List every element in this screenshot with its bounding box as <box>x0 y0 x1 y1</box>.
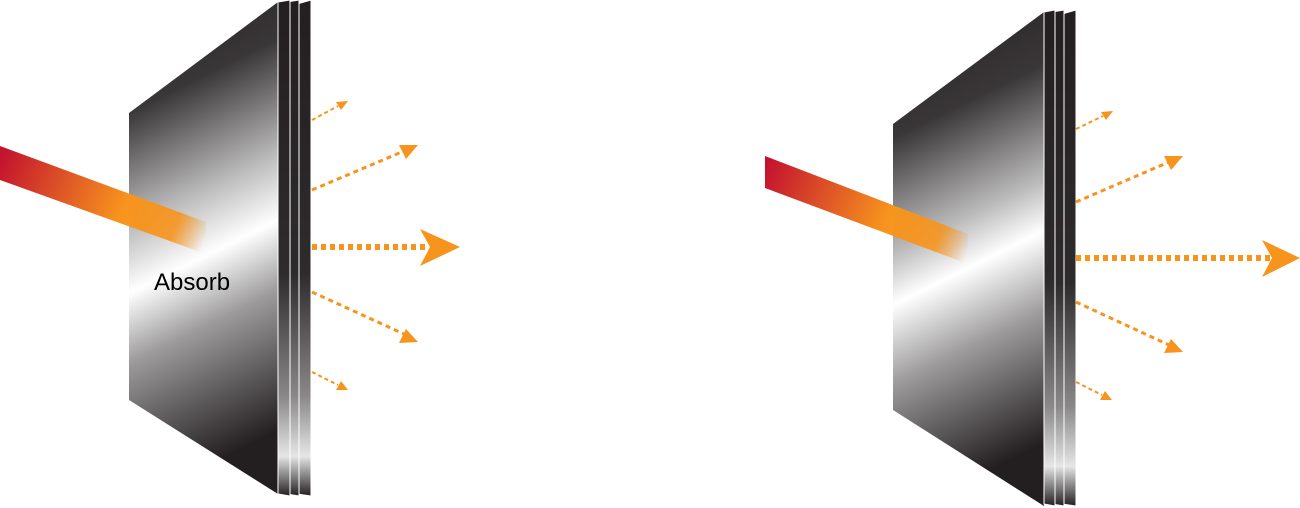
arrow-lower <box>1075 300 1183 353</box>
arrow-center <box>312 229 460 266</box>
panel-face <box>893 12 1044 506</box>
panel-edge-strip <box>277 0 291 497</box>
arrow-bottom-small <box>311 371 348 390</box>
arrow-upper <box>1075 156 1183 204</box>
left-panel-assembly: Absorb <box>0 0 460 497</box>
arrow-top-small <box>1075 111 1113 130</box>
right-panel-assembly <box>765 9 1300 507</box>
absorb-label: Absorb <box>154 269 230 296</box>
panel-edge-strip <box>1043 9 1056 507</box>
arrow-upper <box>311 145 418 192</box>
arrow-center <box>1076 240 1300 277</box>
arrow-top-small <box>311 101 348 121</box>
arrow-lower <box>311 290 418 343</box>
incoming-beam <box>0 146 206 254</box>
incoming-beam <box>765 156 968 264</box>
arrow-bottom-small <box>1075 381 1112 400</box>
